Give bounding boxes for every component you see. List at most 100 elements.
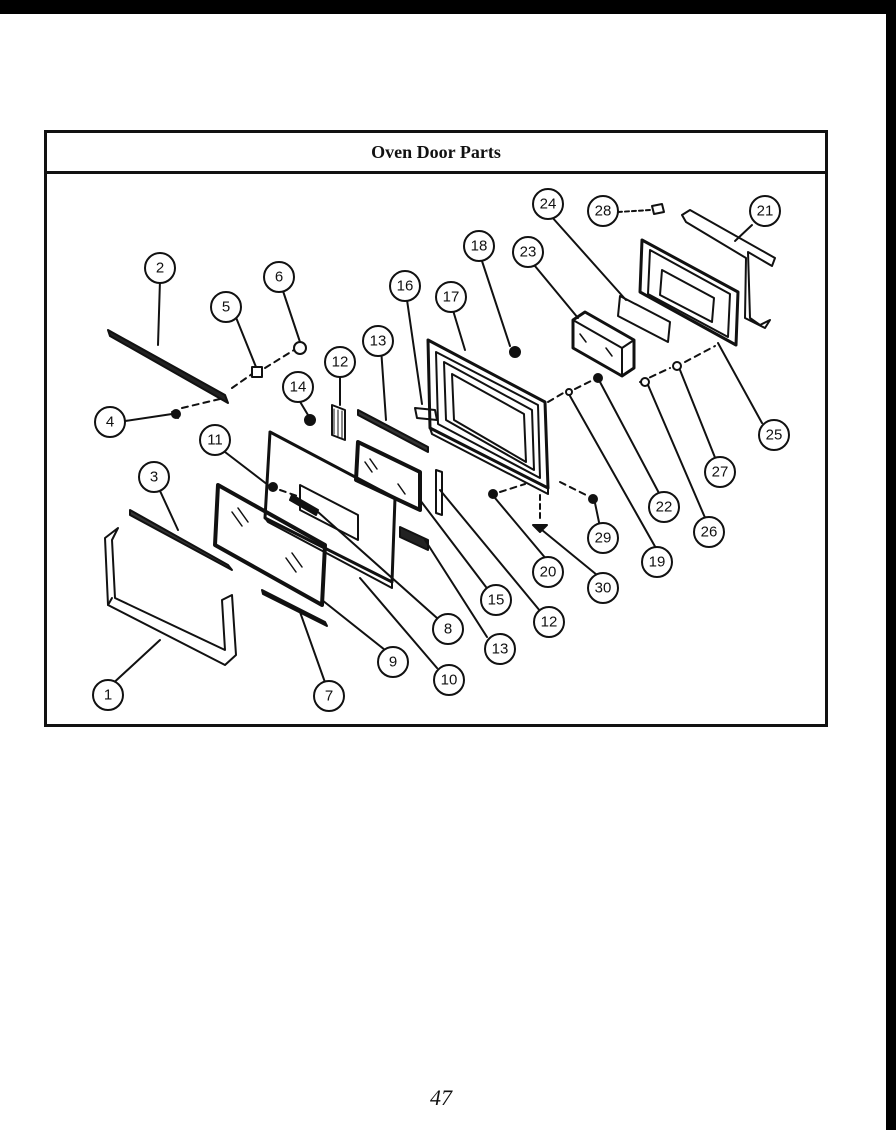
part-tab-16 bbox=[414, 407, 438, 421]
svg-text:18: 18 bbox=[471, 238, 488, 255]
part-screw-26 bbox=[640, 377, 650, 387]
callout-13b: 13 bbox=[484, 633, 516, 665]
svg-text:4: 4 bbox=[106, 414, 114, 431]
callout-12b: 12 bbox=[533, 606, 565, 638]
diagram-frame: Oven Door Parts bbox=[44, 130, 828, 727]
scan-border-top bbox=[0, 0, 896, 14]
svg-text:29: 29 bbox=[595, 530, 612, 547]
part-screw-4 bbox=[171, 409, 181, 419]
part-screw-30 bbox=[532, 524, 548, 533]
part-outer-glass bbox=[213, 483, 327, 607]
part-hinge-bar bbox=[261, 589, 328, 627]
svg-text:5: 5 bbox=[222, 299, 230, 316]
part-screw-20 bbox=[488, 489, 498, 499]
callout-25: 25 bbox=[758, 419, 790, 451]
part-top-strip bbox=[129, 509, 233, 571]
svg-text:7: 7 bbox=[325, 688, 333, 705]
callout-11: 11 bbox=[199, 424, 231, 456]
diagram-title: Oven Door Parts bbox=[371, 141, 501, 162]
svg-text:30: 30 bbox=[595, 580, 612, 597]
svg-text:6: 6 bbox=[275, 269, 283, 286]
callout-3: 3 bbox=[138, 461, 170, 493]
svg-text:24: 24 bbox=[540, 196, 557, 213]
part-washer-27 bbox=[672, 361, 682, 371]
callout-20: 20 bbox=[532, 556, 564, 588]
part-screw-11 bbox=[268, 482, 278, 492]
svg-text:16: 16 bbox=[397, 278, 414, 295]
title-bar: Oven Door Parts bbox=[47, 133, 825, 174]
part-plug-28 bbox=[651, 203, 665, 215]
callout-9: 9 bbox=[377, 646, 409, 678]
callout-14: 14 bbox=[282, 371, 314, 403]
callout-10: 10 bbox=[433, 664, 465, 696]
part-bracket-8 bbox=[289, 494, 319, 516]
svg-text:19: 19 bbox=[649, 554, 666, 571]
svg-text:8: 8 bbox=[444, 621, 452, 638]
part-clip-5 bbox=[251, 366, 263, 378]
callout-28: 28 bbox=[587, 195, 619, 227]
part-spacer-12 bbox=[331, 404, 346, 441]
part-pad-24 bbox=[617, 295, 671, 343]
svg-text:3: 3 bbox=[150, 469, 158, 486]
svg-text:13: 13 bbox=[492, 641, 509, 658]
part-screw-22 bbox=[593, 373, 603, 383]
part-bushing-6 bbox=[293, 341, 307, 355]
callout-7: 7 bbox=[313, 680, 345, 712]
page-number: 47 bbox=[430, 1085, 452, 1110]
part-strip-13b bbox=[399, 526, 429, 551]
callout-13a: 13 bbox=[362, 325, 394, 357]
svg-text:27: 27 bbox=[712, 464, 729, 481]
callout-12a: 12 bbox=[324, 346, 356, 378]
svg-text:17: 17 bbox=[443, 289, 460, 306]
svg-text:1: 1 bbox=[104, 687, 112, 704]
svg-text:11: 11 bbox=[207, 432, 223, 449]
part-screw-18 bbox=[509, 346, 521, 358]
callout-1: 1 bbox=[92, 679, 124, 711]
part-strip-13 bbox=[357, 409, 429, 453]
part-rod bbox=[107, 329, 229, 404]
callout-4: 4 bbox=[94, 406, 126, 438]
svg-text:2: 2 bbox=[156, 260, 164, 277]
scan-border-right bbox=[886, 0, 896, 1130]
svg-text:10: 10 bbox=[441, 672, 458, 689]
callout-29: 29 bbox=[587, 522, 619, 554]
svg-text:12: 12 bbox=[541, 614, 558, 631]
part-spacer-12b bbox=[435, 469, 443, 516]
part-pin-14 bbox=[304, 414, 316, 426]
svg-text:26: 26 bbox=[701, 524, 718, 541]
svg-text:9: 9 bbox=[389, 654, 397, 671]
callout-6: 6 bbox=[263, 261, 295, 293]
svg-text:13: 13 bbox=[370, 333, 387, 350]
callout-22: 22 bbox=[648, 491, 680, 523]
svg-text:15: 15 bbox=[488, 592, 505, 609]
svg-text:12: 12 bbox=[332, 354, 349, 371]
callout-18: 18 bbox=[463, 230, 495, 262]
part-door-panel bbox=[426, 338, 550, 495]
callout-2: 2 bbox=[144, 252, 176, 284]
callout-15: 15 bbox=[480, 584, 512, 616]
callout-19: 19 bbox=[641, 546, 673, 578]
part-washer-19 bbox=[565, 388, 573, 396]
part-trim-frame-25 bbox=[638, 238, 740, 347]
part-door-frame bbox=[104, 527, 237, 666]
part-handle-23 bbox=[571, 310, 636, 378]
svg-text:14: 14 bbox=[290, 379, 307, 396]
callout-16: 16 bbox=[389, 270, 421, 302]
svg-text:20: 20 bbox=[540, 564, 557, 581]
callout-24: 24 bbox=[532, 188, 564, 220]
part-door-liner bbox=[263, 430, 397, 589]
svg-text:21: 21 bbox=[757, 203, 774, 220]
callout-21: 21 bbox=[749, 195, 781, 227]
part-inner-glass bbox=[354, 440, 422, 512]
svg-text:22: 22 bbox=[656, 499, 673, 516]
callout-8: 8 bbox=[432, 613, 464, 645]
callout-27: 27 bbox=[704, 456, 736, 488]
callout-30: 30 bbox=[587, 572, 619, 604]
callout-23: 23 bbox=[512, 236, 544, 268]
svg-text:28: 28 bbox=[595, 203, 612, 220]
svg-text:25: 25 bbox=[766, 427, 783, 444]
part-trim-rod-21 bbox=[681, 209, 776, 329]
svg-text:23: 23 bbox=[520, 244, 537, 261]
callout-26: 26 bbox=[693, 516, 725, 548]
